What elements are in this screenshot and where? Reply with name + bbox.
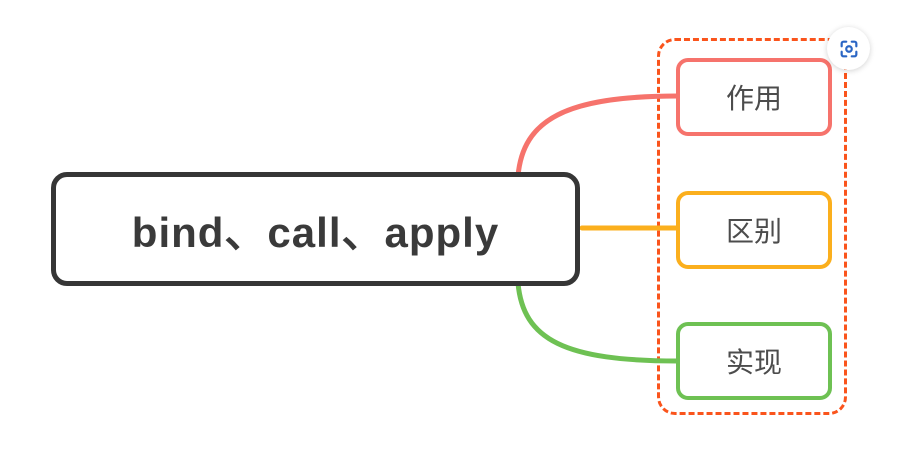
node-usage[interactable]: 作用	[676, 58, 832, 136]
connector-usage	[515, 93, 681, 179]
screenshot-capture-button[interactable]	[827, 27, 870, 70]
root-node[interactable]: bind、call、apply	[51, 172, 580, 286]
node-difference-label: 区别	[725, 216, 782, 247]
scan-focus-icon	[840, 40, 857, 57]
node-difference[interactable]: 区别	[676, 191, 832, 269]
node-usage-label: 作用	[725, 83, 782, 114]
node-implementation-label: 实现	[725, 347, 782, 378]
node-implementation[interactable]: 实现	[676, 322, 832, 400]
root-node-label: bind、call、apply	[131, 208, 500, 256]
connector-implementation	[515, 280, 681, 364]
